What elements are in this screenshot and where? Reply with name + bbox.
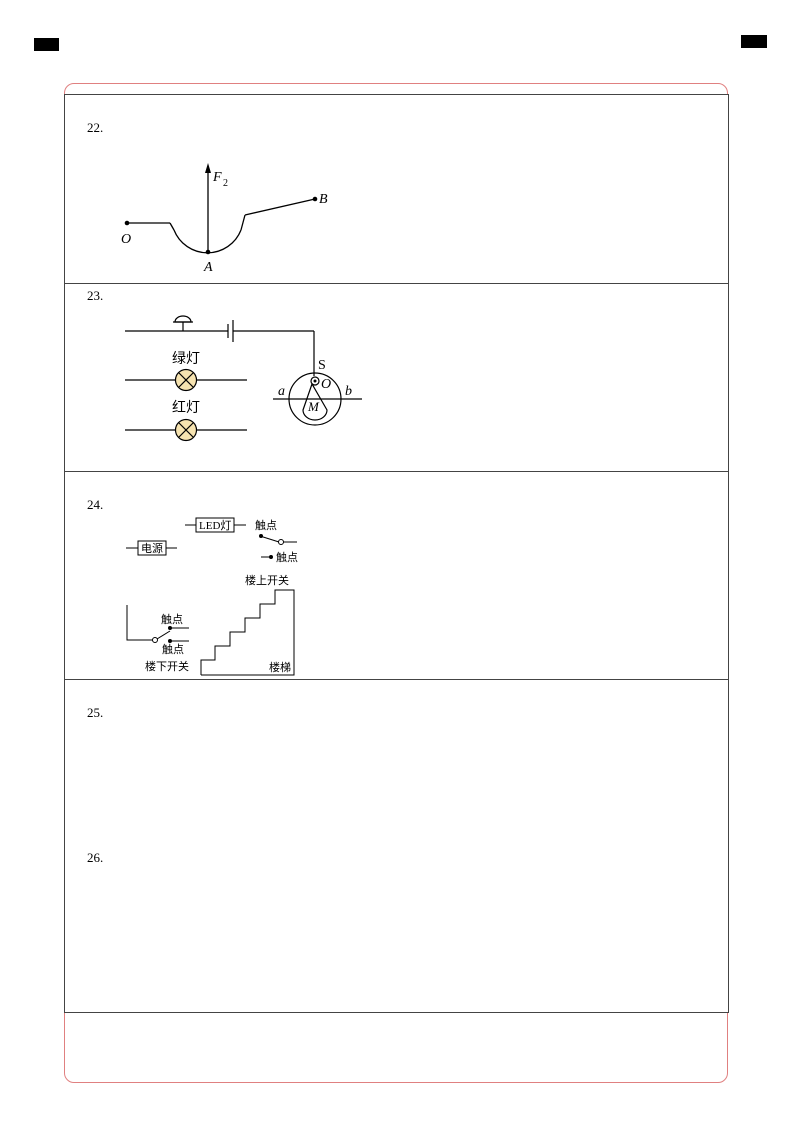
upstairs-switch-label: 楼上开关 bbox=[245, 573, 289, 587]
force-f-label: F bbox=[212, 170, 222, 185]
point-a-label: A bbox=[203, 260, 213, 275]
question-number: 23. bbox=[87, 288, 104, 303]
lower-contact-label-1: 触点 bbox=[161, 612, 183, 626]
question-number: 24. bbox=[87, 497, 104, 512]
switch-s-label: S bbox=[318, 358, 326, 373]
red-lamp-icon bbox=[174, 418, 198, 442]
question-23-section: 23. bbox=[64, 283, 729, 472]
green-lamp-label: 绿灯 bbox=[172, 351, 200, 367]
question-number: 25. bbox=[87, 705, 104, 720]
downstairs-switch-label: 楼下开关 bbox=[145, 659, 189, 673]
question-number: 22. bbox=[87, 120, 104, 135]
led-lamp-label: LED灯 bbox=[199, 519, 231, 532]
question-24-section: 24. LED灯 电源 bbox=[64, 471, 729, 680]
power-label: 电源 bbox=[141, 541, 163, 555]
contact-a-label: a bbox=[278, 384, 285, 399]
stairs-label: 楼梯 bbox=[269, 660, 291, 674]
red-lamp-label: 红灯 bbox=[172, 400, 200, 416]
circuit-diagram: 绿灯 红灯 S O a b M bbox=[125, 315, 362, 442]
registration-marker-left bbox=[34, 38, 59, 51]
lower-contact-label-2: 触点 bbox=[162, 642, 184, 656]
question-25-26-section: 25. 26. bbox=[64, 679, 729, 1013]
point-o-label: O bbox=[321, 377, 331, 392]
green-lamp-icon bbox=[174, 368, 198, 392]
question-22-section: 22. O A B F 2 bbox=[64, 94, 729, 284]
point-o-label: O bbox=[121, 232, 131, 247]
point-b-label: B bbox=[319, 192, 328, 207]
registration-marker-right bbox=[741, 35, 767, 48]
stair-light-diagram: LED灯 电源 触点 触点 楼上开关 触点 触点 楼下开关 楼梯 bbox=[126, 517, 298, 676]
weight-m-label: M bbox=[307, 399, 320, 414]
contact-b-label: b bbox=[345, 384, 352, 399]
question-number: 26. bbox=[87, 850, 104, 865]
upper-contact-label-1: 触点 bbox=[255, 518, 277, 532]
lever-diagram: O A B F 2 bbox=[121, 163, 328, 275]
force-subscript: 2 bbox=[223, 178, 228, 189]
upper-contact-label-2: 触点 bbox=[276, 550, 298, 564]
